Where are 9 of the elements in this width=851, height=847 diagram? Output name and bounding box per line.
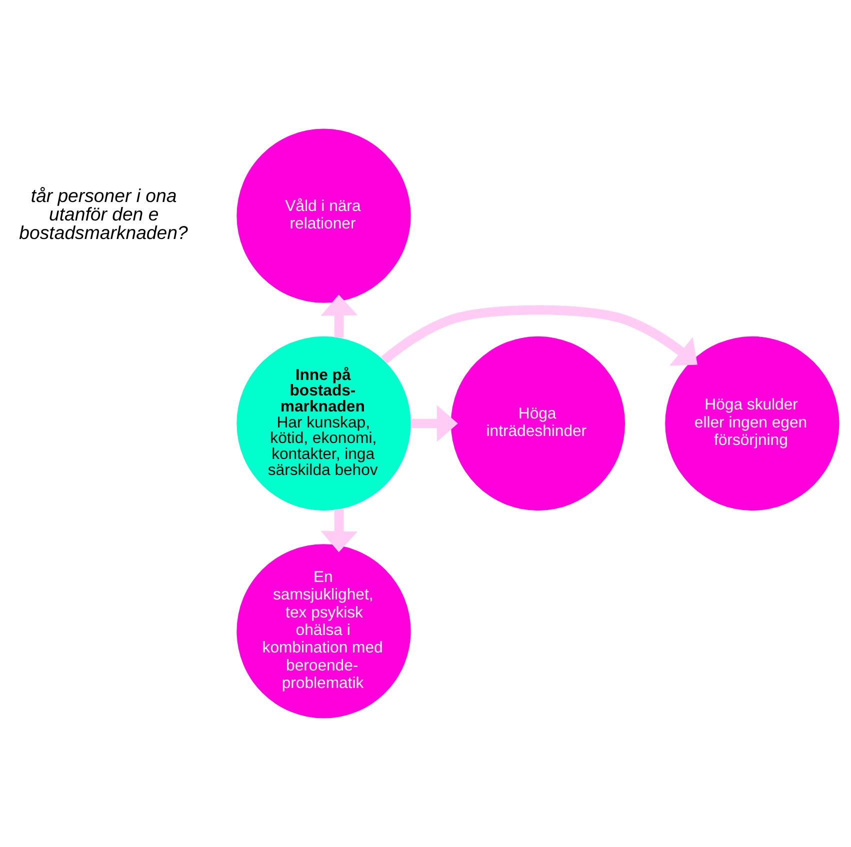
node-circle: En samsjuklighet, tex psykisk ohälsa i kombination med beroende- problematik — [236, 544, 411, 718]
arrow — [320, 294, 358, 338]
node-circle: Våld i nära relationer — [236, 128, 411, 303]
label: tår personer i ona utanför den e bostadsmarknaden? — [19, 184, 188, 244]
arrow — [381, 305, 698, 366]
arrow — [411, 405, 458, 442]
node-circle: Höga inträdeshinder — [450, 336, 626, 511]
arrow — [320, 509, 358, 552]
node-circle: Inne på bostads- marknaden Har kunskap, kötid, ekonomi, kontakter, inga särskilda behov — [236, 336, 411, 511]
